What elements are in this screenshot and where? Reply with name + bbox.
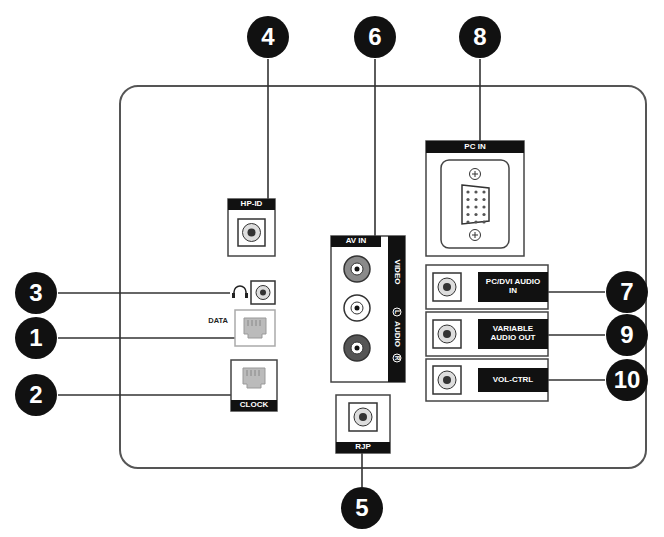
callout-number: 9 xyxy=(606,314,648,356)
port-name: HP-ID xyxy=(228,199,275,210)
data-port xyxy=(235,310,275,346)
av-in-jacks xyxy=(331,236,405,382)
port-name: VARIABLE AUDIO OUT xyxy=(478,319,548,349)
clock-port xyxy=(231,360,277,411)
channel-mark: R xyxy=(392,354,401,363)
leader-lines xyxy=(58,59,605,487)
rjp-jack xyxy=(336,395,390,453)
callout-number-text: 6 xyxy=(368,25,381,49)
callout-number: 8 xyxy=(459,16,501,58)
callout-number-text: 9 xyxy=(620,323,633,347)
callout-number: 2 xyxy=(15,374,57,416)
port-name: PC/DVI AUDIO IN xyxy=(478,272,548,302)
callout-number-text: 1 xyxy=(29,326,42,350)
port-name: PC IN xyxy=(426,141,524,153)
callout-number-text: 3 xyxy=(29,281,42,305)
callout-number-text: 7 xyxy=(620,280,633,304)
signal-name: AUDIO xyxy=(392,321,401,347)
panel-outline xyxy=(120,86,646,468)
signal-name: VIDEO xyxy=(392,260,401,285)
callout-number: 10 xyxy=(606,359,648,401)
channel-mark: L xyxy=(392,308,401,317)
callout-number: 4 xyxy=(247,16,289,58)
callout-number-text: 4 xyxy=(261,25,274,49)
callout-number: 3 xyxy=(15,272,57,314)
callout-number-text: 5 xyxy=(355,496,368,520)
callout-number: 5 xyxy=(341,487,383,529)
callout-number-text: 10 xyxy=(614,368,641,392)
port-name: DATA xyxy=(170,316,228,327)
port-name: VOL-CTRL xyxy=(478,368,548,392)
port-name: RJP xyxy=(336,442,390,453)
callout-number: 7 xyxy=(606,271,648,313)
callout-number-text: 2 xyxy=(29,383,42,407)
audio-jack-rows xyxy=(426,265,548,401)
callout-number: 6 xyxy=(354,16,396,58)
callout-number: 1 xyxy=(15,317,57,359)
port-name: CLOCK xyxy=(231,400,277,411)
hp-id-jack xyxy=(228,199,275,256)
port-name: AV IN xyxy=(331,236,381,247)
pc-in-port xyxy=(426,141,524,256)
headphone-jack xyxy=(232,281,275,304)
callout-number-text: 8 xyxy=(473,25,486,49)
